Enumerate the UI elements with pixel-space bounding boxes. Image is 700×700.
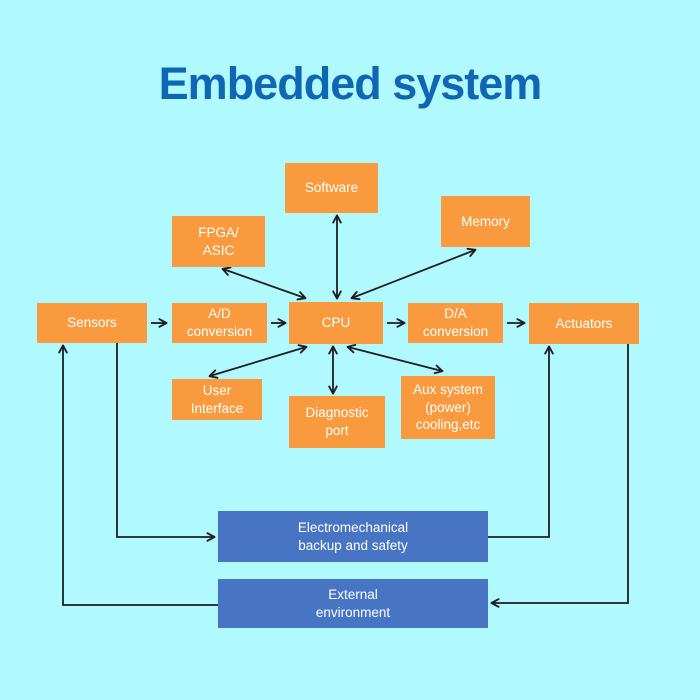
arrow-external-to-sensors (58, 344, 218, 606)
arrow-cpu-memory (350, 247, 477, 301)
node-cpu-label: CPU (321, 315, 351, 331)
node-fpga-asic: FPGA/ ASIC (172, 216, 265, 267)
node-memory: Memory (441, 196, 530, 247)
node-software: Software (285, 163, 378, 213)
node-electromechanical-backup: Electromechanical backup and safety (218, 511, 488, 562)
arrow-cpu-user-interface (208, 344, 308, 379)
node-actuators-label: Actuators (555, 315, 613, 331)
node-user-interface: User Interface (172, 379, 262, 420)
node-cpu: CPU (289, 302, 383, 344)
node-da-conversion: D/A conversion (408, 303, 503, 343)
node-memory-label: Memory (461, 213, 510, 229)
node-sensors: Sensors (37, 303, 147, 343)
node-software-label: Software (304, 180, 359, 196)
arrow-cpu-aux-system (346, 343, 444, 375)
node-diagnostic-port: Diagnostic port (289, 396, 385, 448)
node-aux-system: Aux system (power) cooling,etc (401, 376, 495, 439)
arrow-actuators-to-external (490, 344, 629, 608)
arrow-backup-to-actuators (488, 345, 554, 538)
node-fpga-asic-label: FPGA/ ASIC (198, 224, 239, 258)
node-ad-conversion: A/D conversion (172, 303, 267, 343)
arrow-sensors-to-backup (116, 343, 216, 542)
node-sensors-label: Sensors (67, 315, 117, 331)
node-ad-conversion-label: A/D conversion (186, 306, 253, 339)
node-actuators: Actuators (529, 303, 639, 344)
node-electromechanical-backup-label: Electromechanical backup and safety (297, 519, 409, 553)
node-da-conversion-label: D/A conversion (422, 306, 489, 339)
node-aux-system-label: Aux system (power) cooling,etc (413, 382, 483, 433)
node-diagnostic-port-label: Diagnostic port (305, 405, 369, 438)
diagram-title: Embedded system (158, 58, 543, 109)
node-external-environment: External environment (218, 579, 488, 628)
node-external-environment-label: External environment (315, 586, 391, 620)
arrow-cpu-fpga (221, 266, 307, 301)
node-user-interface-label: User Interface (190, 382, 244, 416)
